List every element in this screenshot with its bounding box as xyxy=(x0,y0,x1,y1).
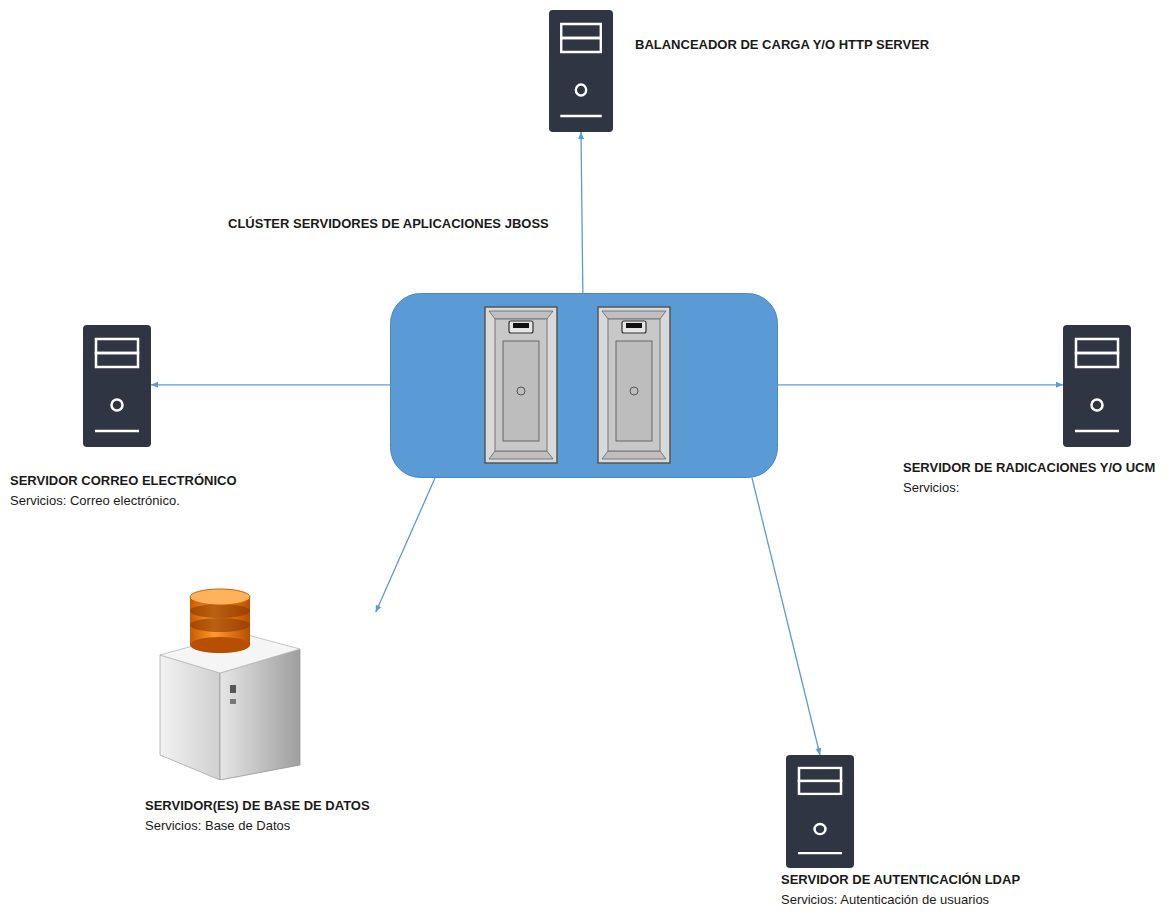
blade-server xyxy=(598,307,670,463)
server-caption: SERVIDOR DE RADICACIONES Y/O UCM Servicio… xyxy=(903,459,1158,496)
connector-arrow xyxy=(376,478,435,612)
server-icon xyxy=(1063,325,1131,447)
database-server-icon xyxy=(150,585,378,780)
server-caption: BALANCEADOR DE CARGA Y/O HTTP SERVER xyxy=(635,36,935,53)
server-icon xyxy=(83,325,151,447)
server-services: Servicios: Autenticación de usuarios xyxy=(781,891,1111,908)
filing-server: SERVIDOR DE RADICACIONES Y/O UCMServicio… xyxy=(1063,325,1131,447)
server-title: SERVIDOR CORREO ELECTRÓNICO xyxy=(10,472,310,489)
server-caption: CLÚSTER SERVIDORES DE APLICACIONES JBOSS xyxy=(228,215,568,232)
server-title: SERVIDOR DE RADICACIONES Y/O UCM xyxy=(903,459,1158,476)
server-services: Servicios: xyxy=(903,479,1158,496)
server-caption: SERVIDOR(ES) DE BASE DE DATOS Servicios: … xyxy=(145,797,465,834)
server-caption: SERVIDOR CORREO ELECTRÓNICO Servicios: Co… xyxy=(10,472,310,509)
server-title: SERVIDOR DE AUTENTICACIÓN LDAP xyxy=(781,871,1111,888)
server-title: SERVIDOR(ES) DE BASE DE DATOS xyxy=(145,797,465,814)
app-server-cluster: CLÚSTER SERVIDORES DE APLICACIONES JBOSS xyxy=(390,293,778,478)
server-title: BALANCEADOR DE CARGA Y/O HTTP SERVER xyxy=(635,36,935,53)
connector-arrow xyxy=(581,132,583,293)
server-services: Servicios: Correo electrónico. xyxy=(10,492,310,509)
cluster-shape xyxy=(390,293,778,478)
server-services: Servicios: Base de Datos xyxy=(145,817,465,834)
ldap-server: SERVIDOR DE AUTENTICACIÓN LDAPServicios:… xyxy=(786,755,854,868)
server-title: CLÚSTER SERVIDORES DE APLICACIONES JBOSS xyxy=(228,215,568,232)
server-icon xyxy=(786,755,854,868)
connector-arrow xyxy=(778,384,1063,385)
load-balancer-server: BALANCEADOR DE CARGA Y/O HTTP SERVER xyxy=(549,10,613,132)
server-icon xyxy=(549,10,613,132)
mail-server: SERVIDOR CORREO ELECTRÓNICOServicios: Co… xyxy=(83,325,151,447)
connector-arrow xyxy=(151,384,390,385)
database-server: SERVIDOR(ES) DE BASE DE DATOSServicios: … xyxy=(150,585,378,780)
server-caption: SERVIDOR DE AUTENTICACIÓN LDAP Servicios:… xyxy=(781,871,1111,908)
connector-arrow xyxy=(752,478,820,755)
blade-server xyxy=(485,307,557,463)
